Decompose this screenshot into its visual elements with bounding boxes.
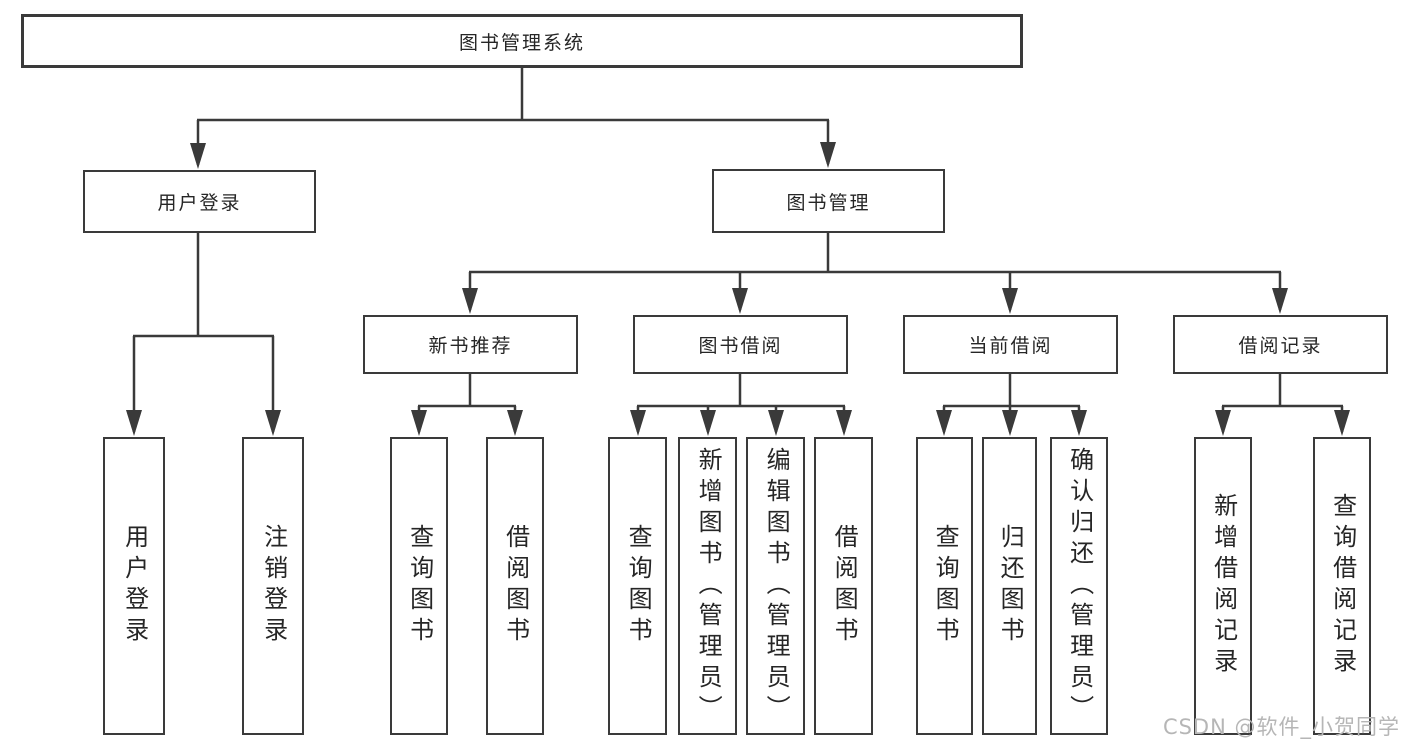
arrowhead [507, 410, 523, 436]
connector-user-login-to-leaves [132, 232, 275, 432]
node-current-borrow: 当前借阅 [903, 315, 1118, 374]
leaf-query-borrow-record: 查询借阅记录 [1313, 437, 1371, 735]
connector-new-books-to-leaves [417, 373, 517, 432]
leaf-add-borrow-record: 新增借阅记录 [1194, 437, 1252, 735]
node-book-management: 图书管理 [712, 169, 945, 233]
leaf-borrow-books-newbooks: 借阅图书 [486, 437, 544, 735]
arrowhead [1002, 410, 1018, 436]
arrowhead [190, 143, 206, 169]
arrowhead [411, 410, 427, 436]
leaf-confirm-return-admin: 确认归还（管理员） [1050, 437, 1108, 735]
arrowhead [700, 410, 716, 436]
arrowhead [265, 410, 281, 436]
arrowhead [630, 410, 646, 436]
leaf-logout: 注销登录 [242, 437, 304, 735]
arrowhead [1002, 288, 1018, 314]
node-borrow-records: 借阅记录 [1173, 315, 1388, 374]
leaf-add-books-admin: 新增图书（管理员） [678, 437, 737, 735]
connector-borrow-records-to-leaves [1221, 373, 1344, 432]
arrowhead [820, 142, 836, 168]
leaf-query-books-current: 查询图书 [916, 437, 973, 735]
arrowhead [936, 410, 952, 436]
arrowhead [1071, 410, 1087, 436]
node-book-borrow: 图书借阅 [633, 315, 848, 374]
arrowhead [768, 410, 784, 436]
arrowhead [1215, 410, 1231, 436]
connector-book-management-to-level3 [468, 232, 1282, 310]
leaf-edit-books-admin: 编辑图书（管理员） [746, 437, 805, 735]
leaf-query-books-borrow: 查询图书 [608, 437, 667, 735]
node-library-management-system: 图书管理系统 [21, 14, 1023, 68]
arrowhead [126, 410, 142, 436]
arrowhead [836, 410, 852, 436]
node-user-login: 用户登录 [83, 170, 316, 233]
leaf-borrow-books: 借阅图书 [814, 437, 873, 735]
arrowhead [462, 288, 478, 314]
arrowhead [1334, 410, 1350, 436]
connector-book-borrow-to-leaves [636, 373, 846, 432]
leaf-user-login: 用户登录 [103, 437, 165, 735]
node-new-book-recommend: 新书推荐 [363, 315, 578, 374]
arrowhead [732, 288, 748, 314]
leaf-return-books: 归还图书 [982, 437, 1037, 735]
connector-root-to-level2 [196, 68, 830, 165]
leaf-query-books-newbooks: 查询图书 [390, 437, 448, 735]
arrowhead [1272, 288, 1288, 314]
csdn-watermark: CSDN @软件_小贺同学 [1162, 715, 1400, 739]
